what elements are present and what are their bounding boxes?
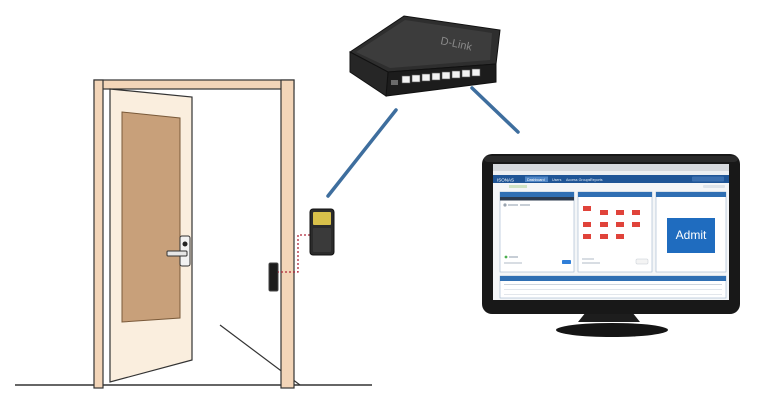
- switch-port: [471, 68, 481, 77]
- switch-port: [441, 71, 451, 80]
- switch-ports: [401, 68, 481, 84]
- status-tile[interactable]: [583, 222, 591, 227]
- door-panel: [121, 111, 181, 323]
- app-nav-tab-access-groups[interactable]: Access Groups: [566, 178, 591, 182]
- switch-port: [451, 70, 461, 79]
- door: [15, 79, 372, 389]
- switch-to-monitor-cable: [470, 86, 520, 134]
- admit-button[interactable]: [667, 218, 715, 253]
- status-tile[interactable]: [632, 222, 640, 227]
- switch-power-port: [391, 80, 398, 85]
- app-search-input[interactable]: [703, 185, 725, 188]
- status-tile[interactable]: [616, 234, 624, 239]
- switch-port: [431, 72, 441, 81]
- status-tiles: [583, 206, 640, 239]
- browser-address-bar: [493, 171, 729, 175]
- network-switch: D-Link: [349, 15, 501, 97]
- door-lock-icon: [166, 235, 191, 267]
- panel-middle-button[interactable]: [635, 258, 649, 265]
- app-nav-tab-dashboard[interactable]: Dashboard: [527, 178, 545, 182]
- status-tile[interactable]: [600, 222, 608, 227]
- switch-port: [461, 69, 471, 78]
- admit-button-label: Admit: [676, 228, 707, 242]
- door-strike-icon: [268, 262, 279, 292]
- monitor-neck: [578, 312, 640, 322]
- switch-port: [421, 73, 431, 82]
- app-header: [493, 175, 729, 183]
- app-nav-tab-users[interactable]: Users: [552, 178, 562, 182]
- reader-wiring: [278, 234, 314, 273]
- app-subheader-tag: [509, 185, 527, 188]
- app-tab-active-bg: [525, 176, 548, 182]
- app-logo: ISONAS: [497, 178, 514, 183]
- app-events-panel: [499, 275, 727, 299]
- status-tile[interactable]: [583, 206, 591, 211]
- app-nav-tab-reports[interactable]: Reports: [590, 178, 603, 182]
- status-tile[interactable]: [632, 210, 640, 215]
- status-tile[interactable]: [616, 210, 624, 215]
- browser-tab-bar: [493, 164, 729, 171]
- switch-port: [401, 75, 411, 84]
- card-reader-icon: [309, 208, 335, 256]
- monitor-base: [556, 323, 668, 337]
- monitor-screen: ISONAS Dashboard Users Access Groups Rep…: [493, 164, 729, 300]
- status-tile[interactable]: [600, 234, 608, 239]
- app-panel-middle: [577, 191, 653, 273]
- app-panel-left: [499, 191, 575, 273]
- status-tile[interactable]: [583, 234, 591, 239]
- switch-port: [411, 74, 421, 83]
- status-tile[interactable]: [616, 222, 624, 227]
- panel-left-button[interactable]: [562, 260, 571, 264]
- app-panel-right: Admit: [655, 191, 727, 273]
- reader-to-switch-cable: [326, 108, 398, 198]
- monitor: ISONAS Dashboard Users Access Groups Rep…: [482, 154, 740, 337]
- status-tile[interactable]: [600, 210, 608, 215]
- app-header-user: [692, 176, 724, 182]
- door-frame: [93, 79, 295, 389]
